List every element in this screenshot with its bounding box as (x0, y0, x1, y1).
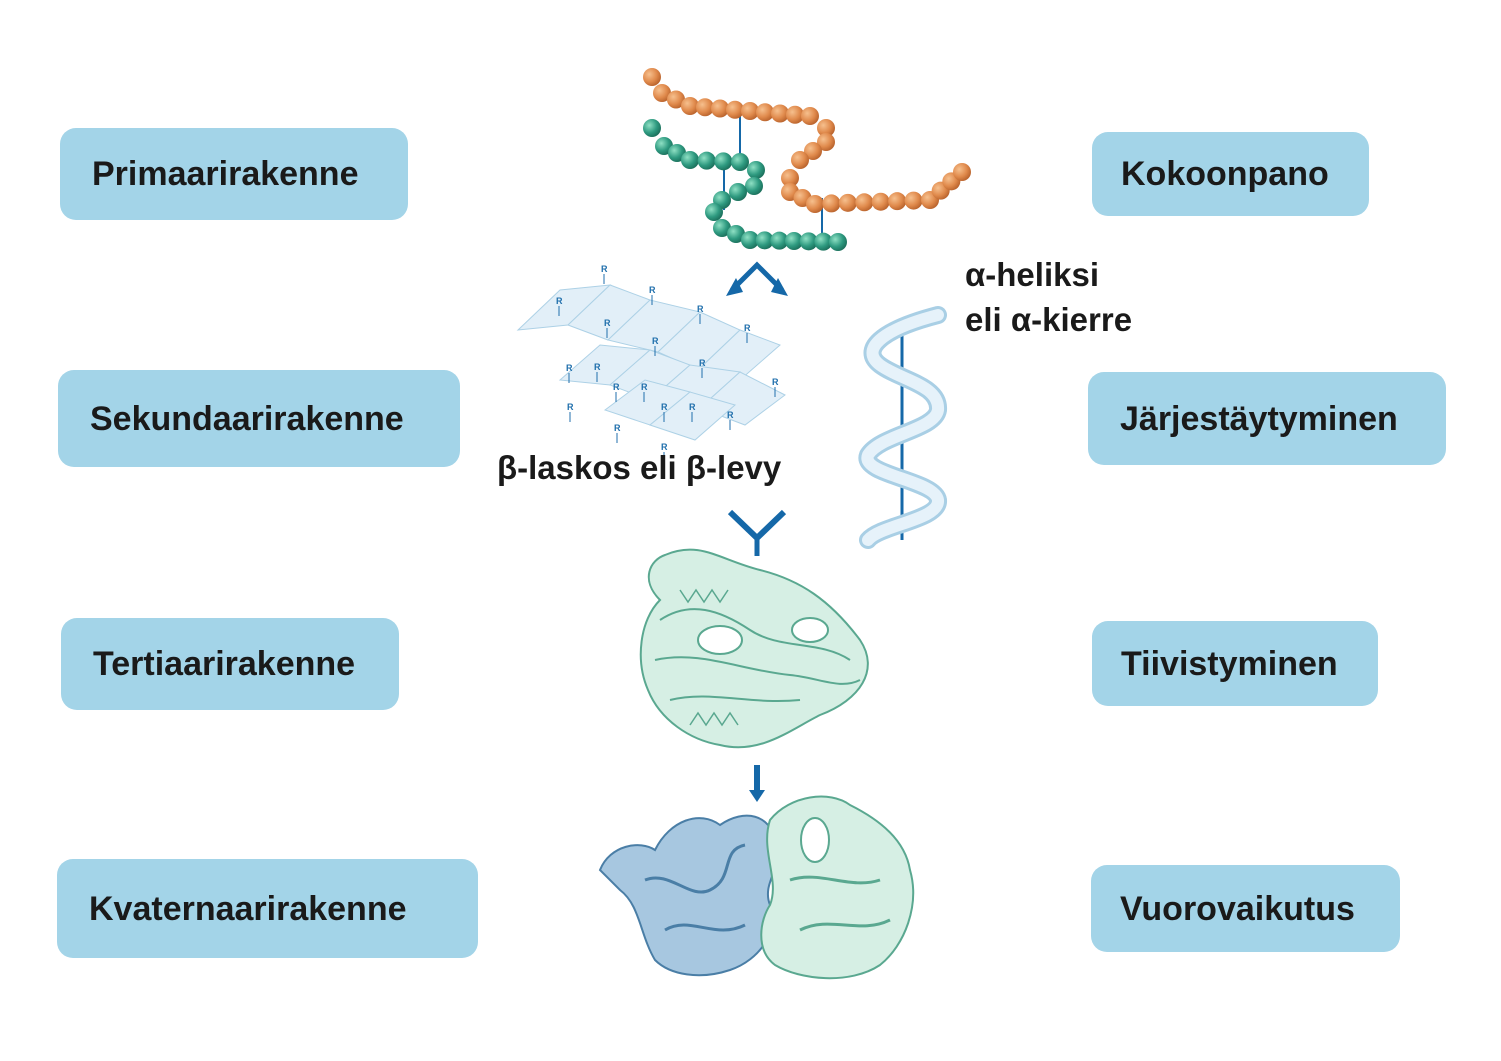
r-group-label: R (566, 363, 573, 373)
amino-acid-bead (643, 68, 661, 86)
r-group-label: R (661, 402, 668, 412)
alpha-helix-caption-line1: α-heliksi (965, 256, 1099, 293)
r-group-label: R (772, 377, 779, 387)
orange-amino-acid-chain (643, 68, 971, 213)
amino-acid-bead (756, 103, 774, 122)
r-group-label: R (699, 358, 706, 368)
r-group-label: R (652, 336, 659, 346)
amino-acid-bead (770, 231, 789, 250)
amino-acid-bead (667, 90, 685, 109)
amino-acid-bead (888, 192, 907, 211)
r-group-label: R (744, 323, 751, 333)
r-group-labels: R R R R R R R R R R R R R R R R R R R (556, 264, 779, 462)
amino-acid-bead (871, 192, 890, 211)
amino-acid-bead (771, 104, 789, 123)
r-group-label: R (727, 410, 734, 420)
amino-acid-bead (729, 183, 747, 201)
amino-acid-bead (696, 98, 714, 117)
amino-acid-bead (838, 193, 857, 212)
chevron-arrow-icon (727, 509, 787, 543)
r-group-label: R (567, 402, 574, 412)
amino-acid-bead (741, 102, 759, 120)
amino-acid-bead (904, 191, 923, 210)
split-arrow-icon (730, 261, 784, 292)
green-amino-acid-chain (643, 119, 847, 251)
quaternary-structure (598, 795, 915, 980)
beta-sheet-caption: β-laskos eli β-levy (497, 449, 782, 486)
amino-acid-bead (822, 194, 841, 213)
label-tiivistyminen[interactable]: Tiivistyminen (1092, 621, 1378, 706)
amino-acid-bead (697, 151, 716, 170)
r-group-label: R (556, 296, 563, 306)
amino-acid-bead (817, 133, 835, 151)
amino-acid-bead (713, 219, 731, 237)
alpha-helix-caption-line2: eli α-kierre (965, 300, 1133, 338)
amino-acid-bead (801, 107, 819, 125)
r-group-label: R (604, 318, 611, 328)
amino-acid-bead (711, 99, 729, 118)
amino-acid-bead (727, 225, 745, 243)
amino-acid-bead (855, 193, 874, 212)
label-jarjestaytyminen[interactable]: Järjestäytyminen (1088, 372, 1446, 465)
disulfide-bonds (723, 115, 823, 240)
amino-acid-bead (829, 233, 847, 251)
down-arrow-icon (749, 790, 765, 802)
amino-acid-bead (731, 153, 749, 171)
amino-acid-bead (781, 169, 799, 187)
amino-acid-bead (806, 195, 824, 213)
amino-acid-bead (681, 151, 699, 169)
r-group-label: R (689, 402, 696, 412)
amino-acid-bead (785, 232, 803, 250)
r-group-label: R (661, 442, 668, 452)
amino-acid-bead (745, 177, 763, 195)
amino-acid-bead (786, 105, 804, 124)
amino-acid-bead (726, 100, 744, 119)
r-group-label: R (601, 264, 608, 274)
alpha-helix-caption: α-heliksi eli α-kierre (965, 253, 1132, 342)
amino-acid-bead (814, 232, 833, 251)
label-primary-structure[interactable]: Primaarirakenne (60, 128, 408, 220)
r-group-label: R (649, 285, 656, 295)
amino-acid-bead (953, 163, 971, 181)
amino-acid-bead (747, 161, 765, 179)
amino-acid-bead (817, 119, 835, 137)
tertiary-structure (639, 548, 869, 749)
beta-sheet: R R R R R R R R R R R R R R R R R R R (516, 264, 786, 462)
primary-structure-chains (643, 68, 971, 251)
label-secondary-structure[interactable]: Sekundaarirakenne (58, 370, 460, 467)
r-group-label: R (641, 382, 648, 392)
amino-acid-bead (799, 232, 818, 251)
amino-acid-bead (681, 97, 699, 115)
r-group-label: R (594, 362, 601, 372)
amino-acid-bead (643, 119, 661, 137)
label-vuorovaikutus[interactable]: Vuorovaikutus (1091, 865, 1400, 952)
amino-acid-bead (714, 152, 733, 171)
amino-acid-bead (653, 84, 671, 102)
amino-acid-bead (804, 142, 822, 160)
r-group-label: R (614, 423, 621, 433)
r-group-label: R (613, 382, 620, 392)
amino-acid-bead (705, 203, 723, 221)
label-tertiary-structure[interactable]: Tertiaarirakenne (61, 618, 399, 710)
amino-acid-bead (755, 231, 774, 250)
label-quaternary-structure[interactable]: Kvaternaarirakenne (57, 859, 478, 958)
amino-acid-bead (741, 231, 759, 249)
amino-acid-bead (791, 151, 809, 169)
r-group-label: R (697, 304, 704, 314)
alpha-helix (858, 306, 947, 549)
label-kokoonpano[interactable]: Kokoonpano (1092, 132, 1369, 216)
